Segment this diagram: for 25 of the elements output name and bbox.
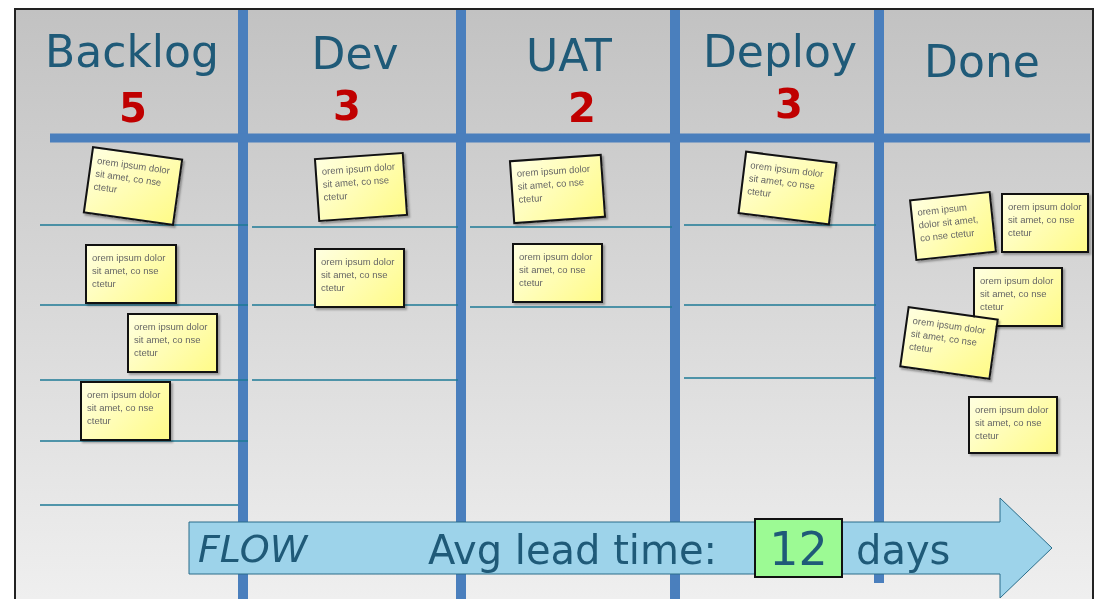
column-heading: Dev bbox=[311, 32, 399, 76]
sticky-note: orem ipsum dolor sit amet, co nse ctetur bbox=[313, 151, 409, 223]
sticky-note: orem ipsum dolor sit amet, co nse ctetur bbox=[85, 244, 177, 304]
sticky-note: orem ipsum dolor sit amet, co nse ctetur bbox=[80, 381, 171, 441]
sticky-note: orem ipsum dolor sit amet, co nse ctetur bbox=[82, 145, 184, 227]
sticky-note: orem ipsum dolor sit amet, co nse ctetur bbox=[508, 153, 607, 225]
sticky-note: orem ipsum dolor sit amet, co nse ctetur bbox=[973, 267, 1063, 327]
sticky-note: orem ipsum dolor sit amet, co nse ctetur bbox=[314, 248, 405, 308]
flow-arrow bbox=[188, 497, 1054, 599]
lead-time-value: 12 bbox=[754, 518, 843, 578]
wip-count: 3 bbox=[333, 86, 361, 126]
wip-count: 2 bbox=[568, 88, 596, 128]
flow-label: FLOW bbox=[198, 530, 308, 568]
column-heading: Backlog bbox=[45, 30, 219, 74]
column-heading: UAT bbox=[526, 34, 612, 78]
wip-count: 5 bbox=[119, 88, 147, 128]
sticky-note: orem ipsum dolor sit amet, co nse ctetur bbox=[737, 150, 838, 226]
wip-count: 3 bbox=[775, 84, 803, 124]
sticky-note: orem ipsum dolor sit amet, co nse ctetur bbox=[127, 313, 218, 373]
column-heading: Deploy bbox=[702, 30, 858, 74]
sticky-note: orem ipsum dolor sit amet, co nse ctetur bbox=[968, 396, 1058, 454]
sticky-note: orem ipsum dolor sit amet, co nse ctetur bbox=[1001, 193, 1089, 253]
column-heading: Done bbox=[924, 40, 1040, 84]
sticky-note: orem ipsum dolor sit amet, co nse ctetur bbox=[512, 243, 603, 303]
sticky-note: orem ipsum dolor sit amet, co nse ctetur bbox=[909, 190, 997, 262]
